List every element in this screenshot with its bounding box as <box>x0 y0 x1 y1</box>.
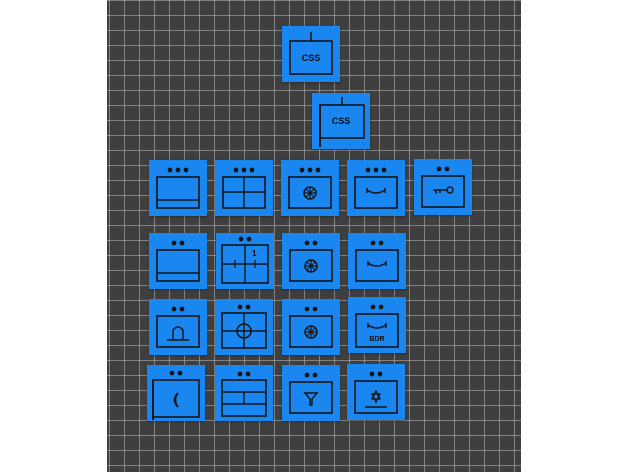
oven-tile-r4-2[interactable] <box>215 365 273 421</box>
key-icon <box>421 166 465 208</box>
oven-tile-r1-5[interactable] <box>414 159 472 215</box>
funnel-icon <box>289 372 333 414</box>
oven-tile-r3-4[interactable]: BDR <box>348 297 406 353</box>
star-icon <box>354 371 398 414</box>
oven-tile-r2-2[interactable]: 1 <box>216 233 274 289</box>
fan-icon <box>288 167 332 209</box>
oven-tile-r1-2[interactable] <box>215 160 273 216</box>
oven-tile-r4-4[interactable] <box>347 364 405 420</box>
oven-icon <box>156 167 200 209</box>
oven-tile-r3-2[interactable] <box>215 299 273 355</box>
grill-icon <box>355 240 399 282</box>
grill-icon <box>355 304 399 348</box>
oven-tile-r4-3[interactable] <box>282 365 340 421</box>
oven-tile-r2-1[interactable] <box>149 233 207 289</box>
css-tile-top[interactable]: CSS <box>282 26 340 82</box>
flag-icon <box>319 97 365 147</box>
oven-tile-r2-3[interactable] <box>282 233 340 289</box>
oven-tile-r4-1[interactable] <box>147 365 205 421</box>
oven-tile-r1-1[interactable] <box>149 160 207 216</box>
oven-tile-r3-1[interactable] <box>149 299 207 355</box>
grid-icon <box>222 167 266 209</box>
fan-icon <box>289 306 333 348</box>
oven-tile-r1-4[interactable] <box>347 160 405 216</box>
oven-tile-r3-3[interactable] <box>282 299 340 355</box>
fan-icon <box>289 240 333 282</box>
oven-icon <box>156 240 200 282</box>
grid-icon <box>221 236 269 284</box>
bell-icon <box>156 306 200 348</box>
moon-icon <box>152 370 200 420</box>
oven-tile-r1-3[interactable] <box>281 160 339 216</box>
grid-canvas[interactable]: CSS CSS <box>107 0 521 472</box>
grid-icon <box>221 371 267 417</box>
css-tile-flag[interactable]: CSS <box>312 93 370 149</box>
grill-icon <box>354 167 398 209</box>
fan-ring-icon <box>221 304 267 349</box>
oven-tile-r2-4[interactable] <box>348 233 406 289</box>
pin-icon <box>289 32 333 75</box>
